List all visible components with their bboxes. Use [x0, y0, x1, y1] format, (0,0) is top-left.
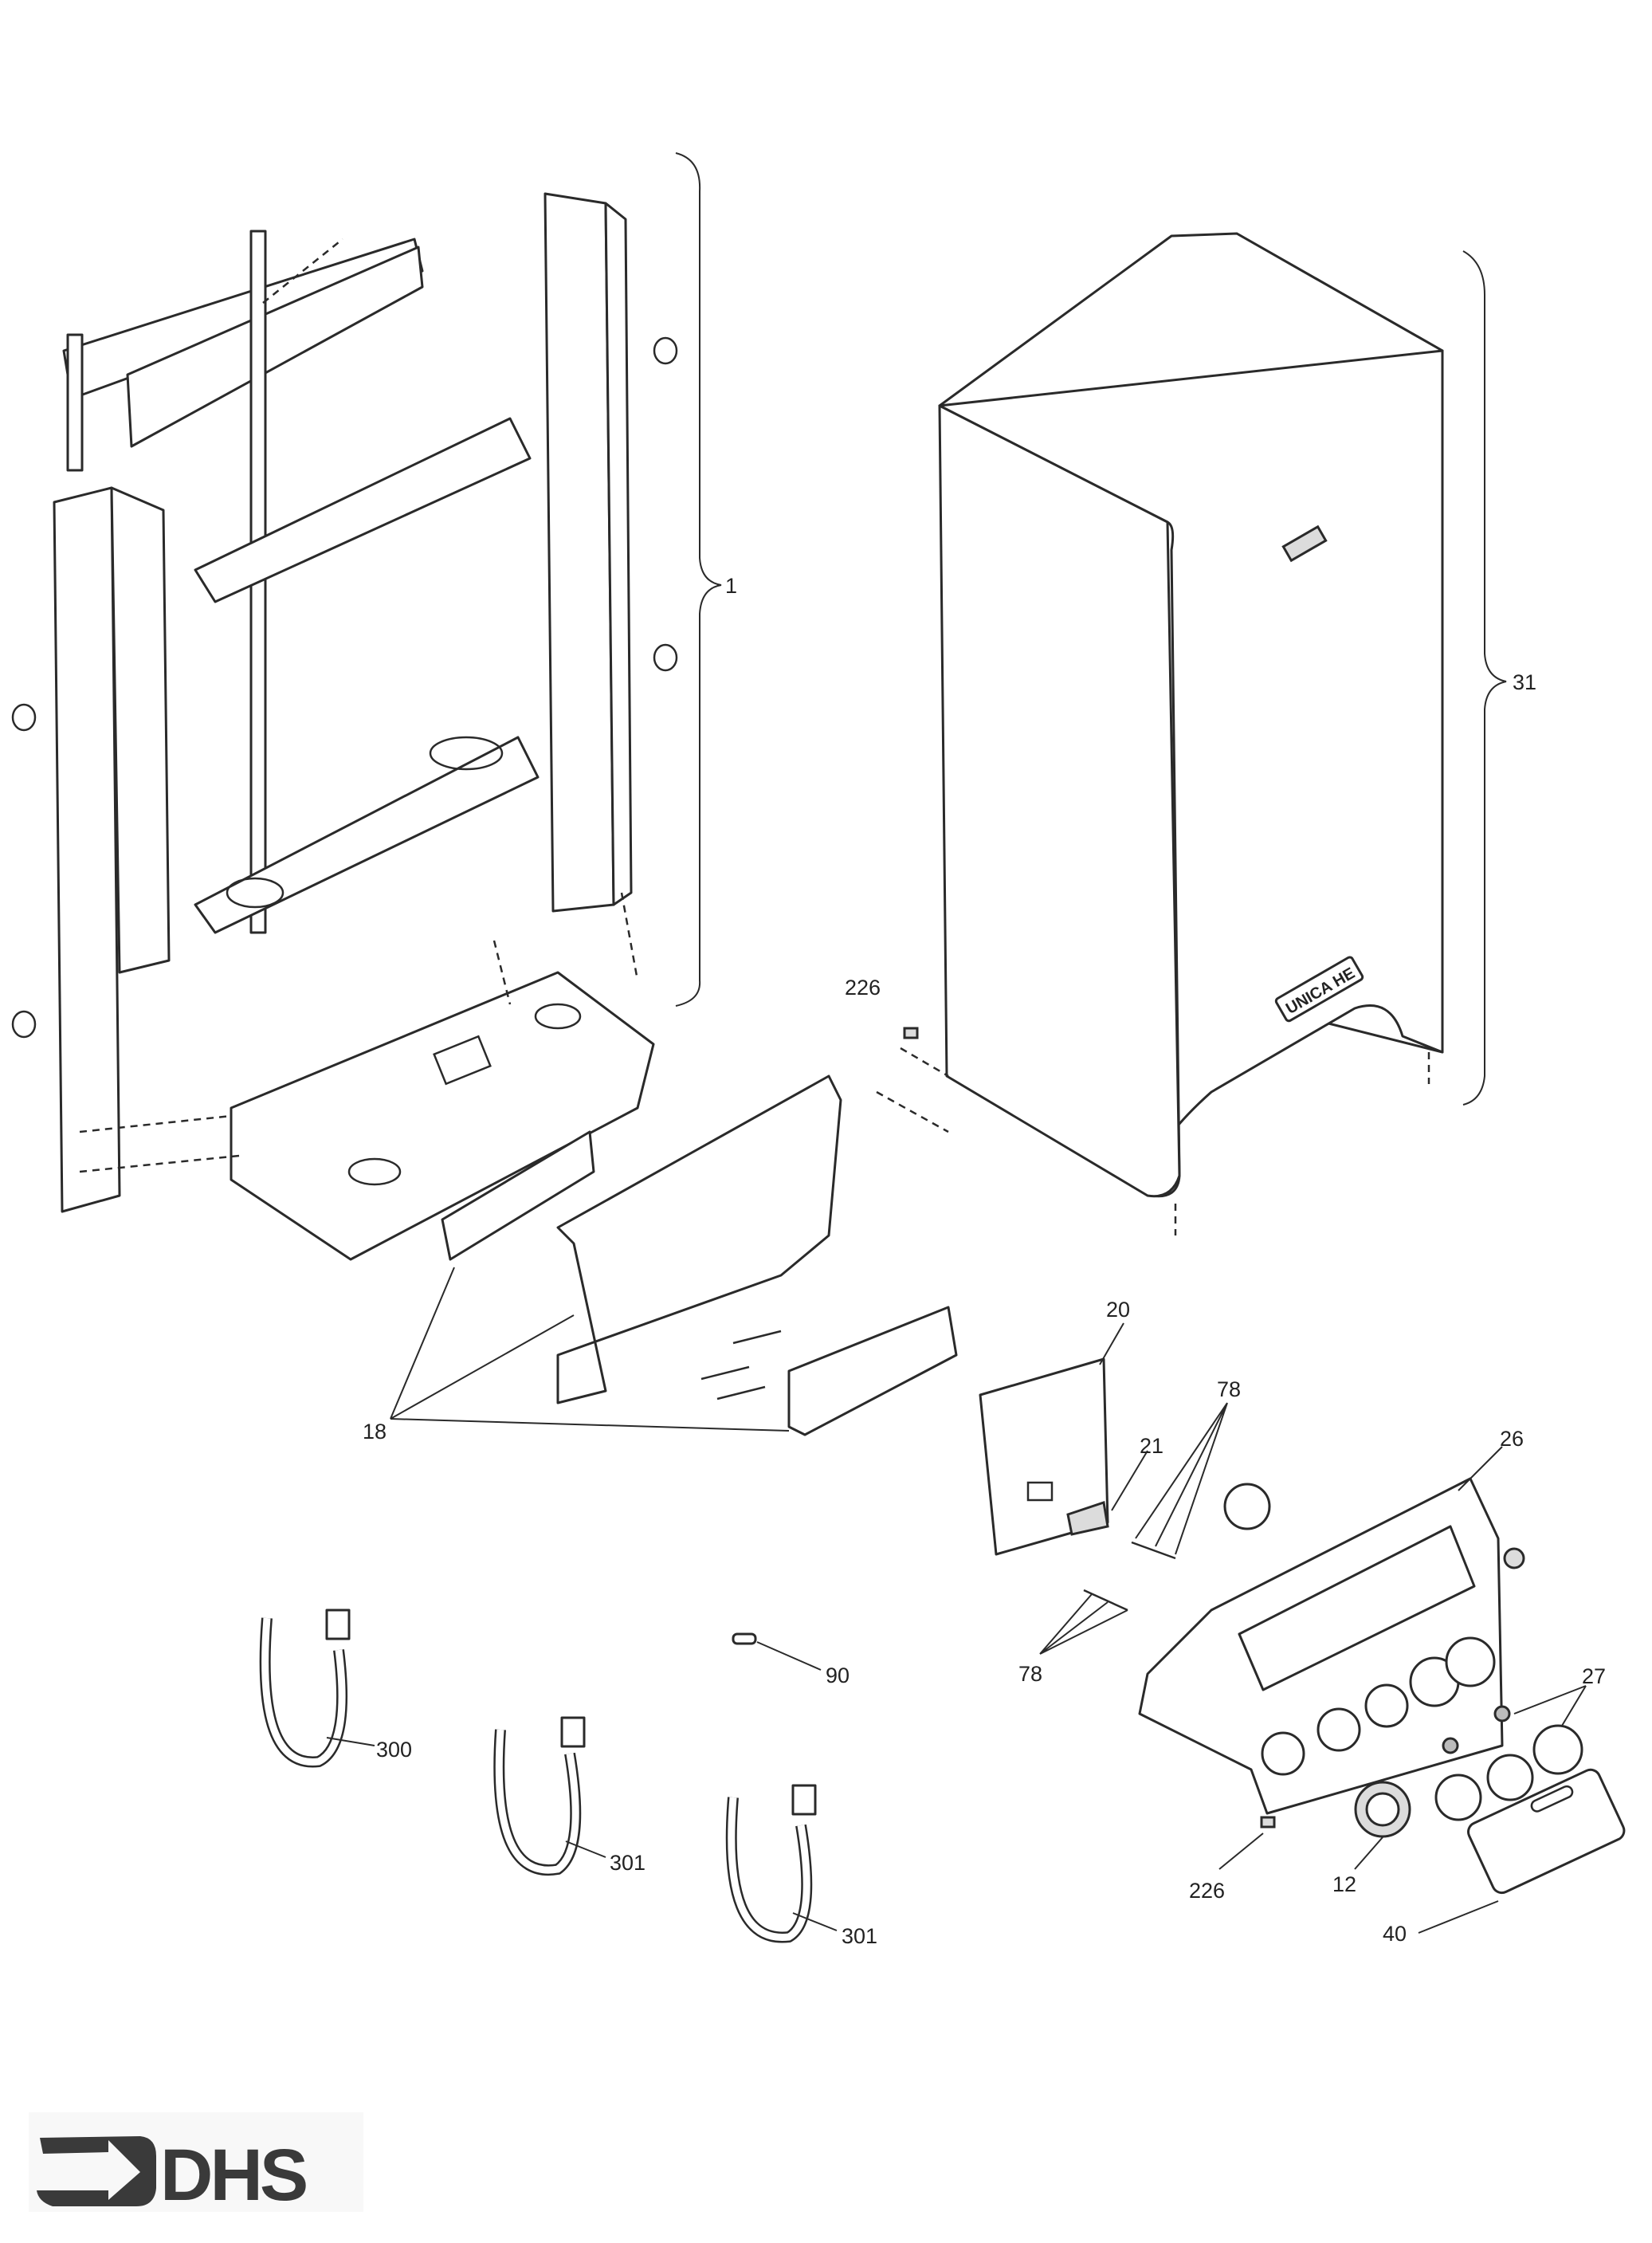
callout-78-upper: 78	[1217, 1377, 1241, 1401]
outer-casing: UNICA HE	[876, 232, 1507, 1235]
dhs-logo: DHS	[29, 2112, 363, 2212]
pin	[732, 1632, 822, 1671]
brackets	[390, 1074, 958, 1436]
pcb	[979, 1322, 1148, 1556]
callout-301-b: 301	[842, 1924, 877, 1948]
callout-226-lower: 226	[1189, 1879, 1225, 1903]
knobs	[1434, 1685, 1587, 1821]
dhs-logo-mark: DHS	[37, 2135, 309, 2212]
harness-a	[259, 1609, 375, 1768]
harness-c	[725, 1784, 838, 1943]
callout-31: 31	[1513, 670, 1536, 694]
cover-flap	[1418, 1768, 1626, 1934]
callout-18: 18	[363, 1420, 387, 1444]
callout-20: 20	[1106, 1298, 1130, 1322]
control-panel	[1138, 1446, 1525, 1815]
callout-90: 90	[826, 1664, 850, 1687]
callout-21: 21	[1140, 1434, 1163, 1458]
callout-78-lower: 78	[1018, 1662, 1042, 1686]
callout-1: 1	[725, 574, 737, 598]
frame-assembly	[11, 152, 722, 1261]
callout-labels: 1 31 226 18 20 78 21 26 78 27 90 300 301…	[363, 574, 1606, 1948]
callout-301-a: 301	[610, 1851, 645, 1875]
callout-12: 12	[1332, 1872, 1356, 1896]
callout-226-upper: 226	[845, 976, 881, 1000]
svg-text:DHS: DHS	[160, 2135, 306, 2212]
callout-300: 300	[376, 1738, 412, 1762]
springs	[1039, 1402, 1228, 1655]
clip-lower	[1218, 1816, 1276, 1870]
gauge	[1354, 1781, 1411, 1870]
harness-b	[493, 1716, 606, 1876]
callout-40: 40	[1383, 1922, 1407, 1946]
callout-27: 27	[1582, 1664, 1606, 1688]
callout-26: 26	[1500, 1427, 1524, 1451]
